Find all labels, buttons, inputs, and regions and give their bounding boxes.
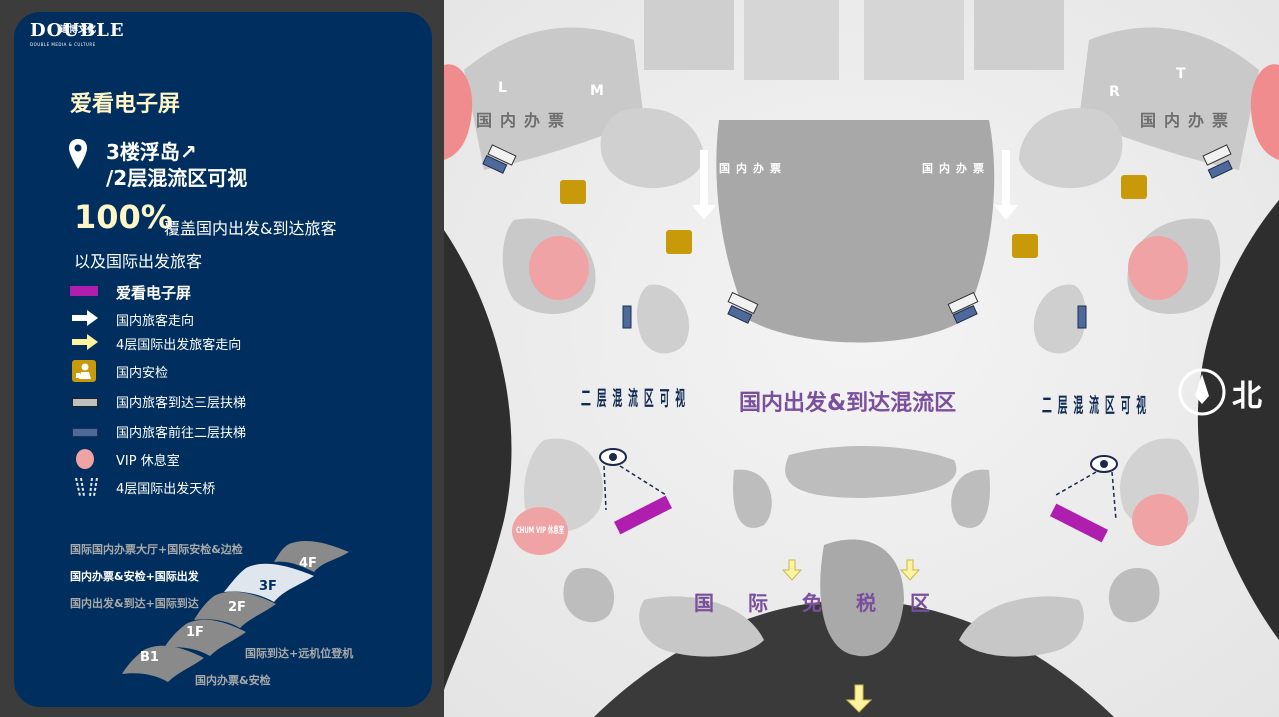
floor-badge-4f: 4F <box>299 556 317 571</box>
legend-label: 4层国际出发旅客走向 <box>116 338 242 353</box>
vip-lounge-chum-label: CHUM VIP 休息室 <box>516 524 564 536</box>
security-check-icon <box>560 175 1147 258</box>
floor-badge-2f: 2F <box>228 600 246 615</box>
domestic-flow-arrows <box>692 150 1018 220</box>
coverage-text-2: 以及国际出发旅客 <box>74 252 203 271</box>
floor-label-2f: 国内出发&到达+国际到达 <box>70 597 199 610</box>
counter-letter-l: L <box>498 80 507 96</box>
void-right <box>1197 200 1279 640</box>
eye-icon-right <box>1090 455 1118 473</box>
info-panel: DOUBLE 道博文化 DOUBLE MEDIA & CULTURE 爱看电子屏… <box>14 12 432 707</box>
security-check-icon <box>72 360 96 382</box>
north-label: 北 <box>1232 379 1262 414</box>
ad-screen-left <box>613 495 673 535</box>
white-arrow-icon <box>72 310 98 326</box>
screen-swatch-icon <box>70 286 98 296</box>
vip-lounge-chum <box>512 507 568 555</box>
brand-logo: DOUBLE <box>30 20 125 41</box>
floor-label-4f: 国际国内办票大厅+国际安检&边检 <box>70 543 243 556</box>
floor-badge-b1: B1 <box>140 650 159 665</box>
floor-badge-3f: 3F <box>259 579 277 594</box>
mixed-zone-label: 国内出发&到达混流区 <box>739 390 956 416</box>
compass-icon <box>1178 368 1226 416</box>
vip-lounge-east <box>1132 494 1188 546</box>
location-line-1: 3楼浮岛↗ <box>106 140 197 164</box>
vip-lounge-icon <box>76 449 94 469</box>
duty-free-label: 国际免税区 <box>694 591 964 615</box>
counter-letter-m: M <box>590 83 604 99</box>
central-core <box>716 120 995 343</box>
vip-lounge-china-southern-left <box>529 236 589 300</box>
floor-label-1f: 国际到达+远机位登机 <box>245 647 354 660</box>
navy-escalator-icon <box>72 428 98 437</box>
counter-letter-t: T <box>1176 66 1186 82</box>
checkin-label-center-right: 国内办票 <box>922 161 990 175</box>
brand-logo-sub: DOUBLE MEDIA & CULTURE <box>30 42 96 47</box>
legend-label: 国内旅客到达三层扶梯 <box>116 396 247 411</box>
visible-area-label-left: 二层混流区可视 <box>581 386 691 410</box>
counter-pink-right <box>1250 64 1279 160</box>
terminal-map: 国内办票 国内办票 国内办票 国内办票 L M R T 二层混流区可视 二层混流… <box>444 0 1279 717</box>
counter-letter-r: R <box>1109 84 1120 100</box>
checkin-label-center-left: 国内办票 <box>719 161 787 175</box>
legend-label: 4层国际出发天桥 <box>116 482 216 497</box>
coverage-percent: 100% <box>74 198 173 236</box>
floor-stack-illustration <box>122 541 349 682</box>
legend-label: 爱看电子屏 <box>116 284 192 302</box>
legend-label: 国内旅客走向 <box>116 314 195 329</box>
legend-label: 国内安检 <box>116 366 169 381</box>
location-pin-icon <box>69 139 87 169</box>
bridge-dashes-icon <box>75 477 98 497</box>
floor-label-b1: 国内办票&安检 <box>195 674 271 687</box>
counter-pink-left <box>444 64 473 160</box>
legend-label: VIP 休息室 <box>116 454 180 469</box>
floor-badge-1f: 1F <box>186 625 204 640</box>
void-left <box>444 230 512 690</box>
legend-label: 国内旅客前往二层扶梯 <box>116 426 247 441</box>
floor-label-3f: 国内办票&安检+国际出发 <box>70 570 199 583</box>
yellow-arrow-icon <box>72 334 98 350</box>
checkin-area-right <box>1079 27 1259 170</box>
checkin-area-left <box>464 27 644 170</box>
compass-needle-icon <box>1195 374 1209 404</box>
grey-escalator-icon <box>72 398 98 407</box>
ad-screen-right <box>1049 503 1109 543</box>
panel-title: 爱看电子屏 <box>70 92 181 117</box>
checkin-label-right: 国内办票 <box>1140 111 1236 130</box>
checkin-label-left: 国内办票 <box>476 111 572 130</box>
brand-logo-cn: 道博文化 <box>60 25 97 35</box>
coverage-text: 覆盖国内出发&到达旅客 <box>164 219 337 238</box>
vip-lounge-china-southern-right <box>1128 236 1188 300</box>
eye-icon-left <box>599 448 627 466</box>
visible-area-label-right: 二层混流区可视 <box>1042 393 1152 417</box>
location-line-2: /2层混流区可视 <box>106 166 248 190</box>
intl-flow-arrows <box>781 559 921 713</box>
escalator-icons <box>482 144 1233 329</box>
